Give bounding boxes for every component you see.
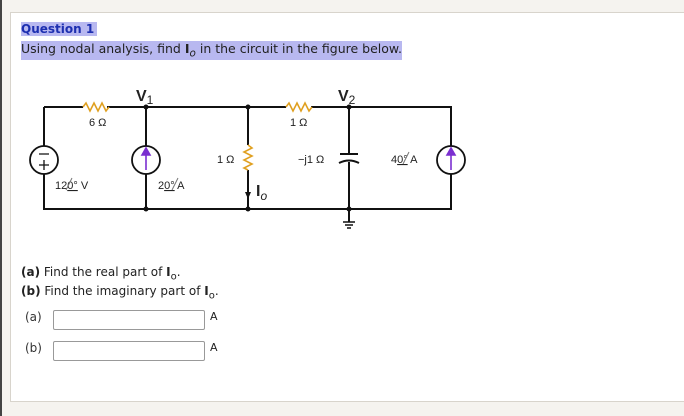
part-b-text: (b) Find the imaginary part of Io. xyxy=(21,284,219,301)
io-arrow-icon xyxy=(245,192,251,199)
r2-label: 1 Ω xyxy=(290,117,307,129)
question-title: Question 1 xyxy=(21,22,98,36)
resistor-6ohm xyxy=(82,101,110,113)
part-a-end: . xyxy=(176,265,181,279)
isrc1-label: 20° A xyxy=(158,180,185,192)
part-b-end: . xyxy=(214,284,219,298)
part-b-var: I xyxy=(204,284,209,298)
window-edge xyxy=(0,0,2,416)
resistor-1ohm-top xyxy=(285,101,313,113)
arrow-icon xyxy=(140,146,457,170)
question-text: Using nodal analysis, find Io in the cir… xyxy=(21,41,402,60)
answer-a-unit: A xyxy=(210,310,218,323)
cap-label: −j1 Ω xyxy=(298,154,324,166)
answer-a-input[interactable] xyxy=(53,310,205,330)
var-io: I xyxy=(184,41,190,56)
part-b-desc: Find the imaginary part of xyxy=(40,284,205,298)
part-a-var: I xyxy=(166,265,171,279)
question-text-start: Using nodal analysis, find xyxy=(21,41,185,56)
part-a-desc: Find the real part of xyxy=(40,265,167,279)
circuit-diagram: V1 V2 6 Ω 1 Ω 1 Ω −j1 Ω 120° V 20° A 40°… xyxy=(29,88,466,229)
var-io-sub: o xyxy=(189,47,196,60)
question-panel xyxy=(10,12,684,402)
question-text-end: in the circuit in the figure below. xyxy=(195,41,402,56)
node-v1-label: V1 xyxy=(136,88,154,107)
part-a-sub: o xyxy=(170,271,177,283)
part-a-text: (a) Find the real part of Io. xyxy=(21,265,181,282)
answer-b-label: (b) xyxy=(25,341,42,355)
r1-label: 6 Ω xyxy=(89,117,106,129)
isrc2-label: 40° A xyxy=(391,154,418,166)
answer-b-input[interactable] xyxy=(53,341,205,361)
part-b-label: (b) xyxy=(21,284,41,298)
part-b-sub: o xyxy=(208,290,215,302)
r3-label: 1 Ω xyxy=(217,154,234,166)
ground-icon xyxy=(343,221,355,229)
capacitor xyxy=(338,153,360,164)
part-a-label: (a) xyxy=(21,265,41,279)
resistor-1ohm-vertical xyxy=(242,144,254,171)
answer-b-unit: A xyxy=(210,341,218,354)
vsrc-label: 120° V xyxy=(55,180,89,192)
answer-a-label: (a) xyxy=(25,310,42,324)
node-v2-label: V2 xyxy=(338,88,356,107)
io-label: Io xyxy=(256,183,267,203)
